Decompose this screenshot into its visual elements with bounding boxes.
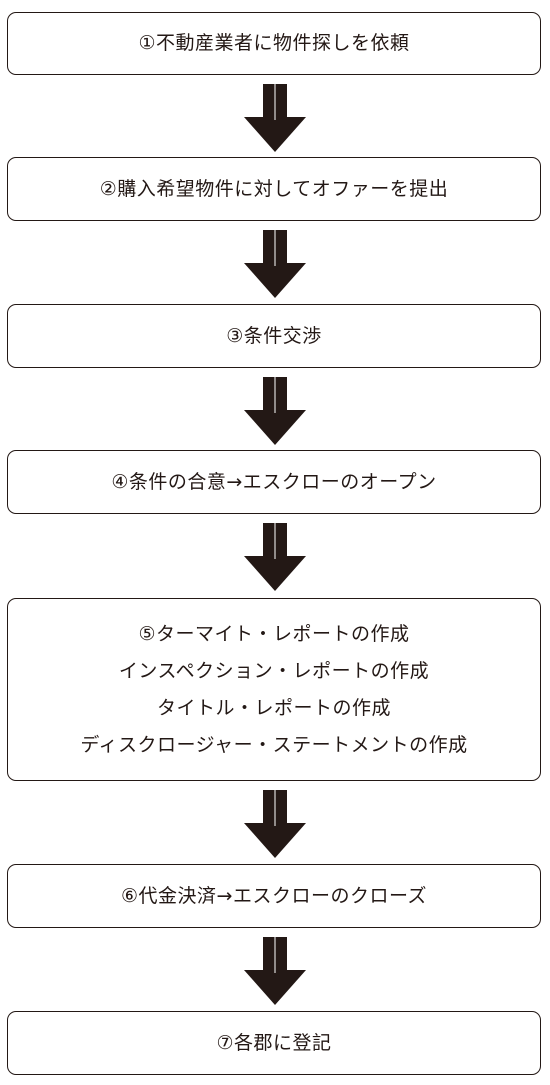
step-6-text: ⑥代金決済→エスクローのクローズ (120, 884, 427, 907)
down-arrow-icon (244, 523, 306, 591)
step-3-text: ③条件交渉 (226, 324, 322, 347)
step-5-line-1: ⑤ターマイト・レポートの作成 (138, 622, 410, 645)
step-6-box: ⑥代金決済→エスクローのクローズ (7, 864, 541, 928)
down-arrow-icon (244, 84, 306, 152)
step-4-text: ④条件の合意→エスクローのオープン (111, 470, 437, 493)
step-5-line-3: タイトル・レポートの作成 (156, 696, 391, 719)
step-5-line-4: ディスクロージャー・ステートメントの作成 (80, 733, 468, 756)
step-1-box: ①不動産業者に物件探しを依頼 (7, 12, 541, 75)
down-arrow-icon (244, 790, 306, 858)
step-7-box: ⑦各郡に登記 (7, 1011, 541, 1075)
down-arrow-icon (244, 230, 306, 298)
step-7-text: ⑦各郡に登記 (216, 1031, 332, 1054)
step-2-text: ②購入希望物件に対してオファーを提出 (99, 177, 449, 200)
step-5-box: ⑤ターマイト・レポートの作成 インスペクション・レポートの作成 タイトル・レポー… (7, 598, 541, 781)
down-arrow-icon (244, 377, 306, 445)
step-4-box: ④条件の合意→エスクローのオープン (7, 450, 541, 514)
step-5-line-2: インスペクション・レポートの作成 (118, 659, 430, 682)
step-1-text: ①不動産業者に物件探しを依頼 (138, 32, 410, 54)
down-arrow-icon (244, 937, 306, 1005)
step-2-box: ②購入希望物件に対してオファーを提出 (7, 157, 541, 221)
step-3-box: ③条件交渉 (7, 304, 541, 368)
